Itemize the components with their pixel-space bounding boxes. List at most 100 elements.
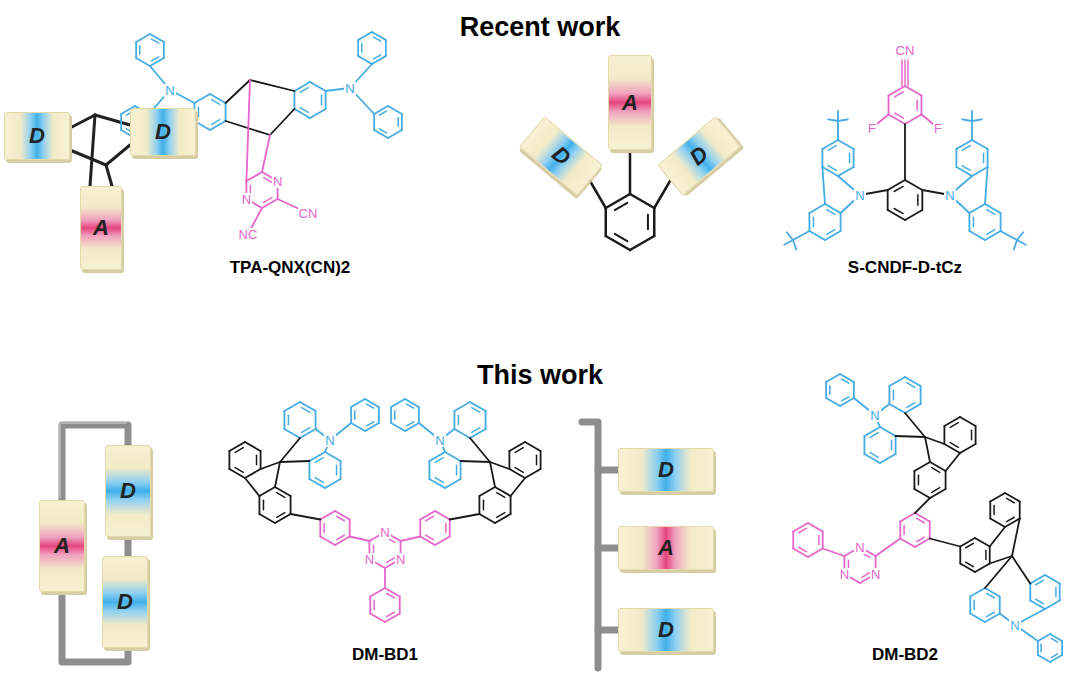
bond-line [904, 60, 905, 86]
bond-line [495, 514, 511, 523]
bond-line [826, 374, 840, 382]
bond-line [373, 601, 375, 610]
bond-line [136, 34, 150, 42]
atom-label: N [395, 553, 406, 566]
bond-line [511, 478, 525, 496]
bond-line [969, 204, 985, 213]
bond-line [985, 614, 1000, 623]
bond-line [876, 539, 901, 557]
bond-line [294, 82, 310, 91]
atom-label: CN [895, 44, 916, 57]
bond-line [895, 436, 897, 454]
compound-name: DM-BD1 [352, 646, 418, 665]
bond-line [198, 107, 200, 116]
bond-line [309, 452, 325, 461]
bond-line [1005, 493, 1020, 502]
bond-line [497, 513, 505, 518]
tile-letter: D [155, 121, 171, 143]
bond-line [606, 194, 630, 208]
bond-line [420, 511, 435, 520]
bond-line [930, 489, 946, 498]
bond-line [315, 478, 323, 483]
bond-line [827, 230, 835, 235]
bond-line [401, 537, 421, 542]
bond-line [907, 403, 915, 408]
bond-line [822, 140, 838, 149]
bond-line [388, 106, 402, 114]
bond-line [337, 535, 345, 539]
bond-line [226, 80, 250, 103]
bond-line [838, 167, 854, 176]
bond-line [822, 149, 824, 167]
atom-label: N [870, 568, 881, 581]
bond-line [379, 129, 386, 133]
bond-line [956, 149, 958, 167]
bond-line [889, 115, 905, 125]
bond-line [1029, 584, 1031, 601]
bond-line [373, 114, 375, 130]
bond-line [605, 208, 608, 236]
bond-line [808, 523, 823, 532]
bond-line [962, 119, 972, 121]
bond-line [245, 469, 261, 478]
bond-line [615, 234, 628, 241]
bond-line [1012, 519, 1020, 557]
bond-line [1017, 240, 1026, 245]
bond-line [454, 429, 470, 438]
bond-line [920, 386, 922, 404]
tile-letter: D [658, 619, 674, 641]
bond-line [370, 588, 385, 597]
bond-line [284, 429, 300, 438]
tile-letter: A [658, 537, 674, 559]
bond-line [163, 42, 165, 58]
bond-line [259, 496, 261, 514]
tile-letter: A [93, 217, 109, 239]
bond-line [916, 100, 918, 110]
bond-line [784, 240, 793, 245]
bond-line [354, 411, 356, 419]
bond-line [891, 440, 893, 449]
bond-line [378, 407, 380, 423]
tile-letter: A [54, 535, 70, 557]
bond-line [309, 479, 325, 488]
bond-line [370, 614, 385, 623]
bond-line [838, 140, 854, 149]
bond-line [915, 539, 930, 548]
bond-line [479, 514, 495, 523]
bond-line [825, 231, 841, 240]
bond-line [799, 528, 807, 532]
bond-line [429, 479, 445, 488]
bond-line [435, 458, 443, 463]
bond-line [264, 198, 272, 203]
bond-line [277, 513, 285, 518]
bond-line [385, 40, 387, 56]
bond-line [210, 94, 226, 103]
bond-line [959, 547, 961, 564]
atom-label: F [933, 122, 943, 135]
bond-line [357, 40, 359, 56]
bond-line [349, 520, 351, 537]
bond-line [914, 489, 930, 498]
bond-line [1007, 498, 1015, 502]
bond-line [1045, 575, 1060, 584]
bond-line [944, 417, 960, 426]
bond-line [987, 210, 995, 215]
bond-line [337, 516, 345, 520]
bond-line [426, 516, 434, 520]
bond-line [975, 426, 977, 444]
bond-line [470, 438, 490, 462]
bond-line [245, 442, 261, 451]
bond-line [1061, 641, 1063, 655]
bond-line [1030, 601, 1045, 610]
bond-line [932, 468, 940, 473]
bond-line [525, 469, 541, 478]
bond-line [291, 514, 321, 520]
bond-line [985, 204, 1001, 213]
frame-line [106, 165, 112, 186]
bond-line [245, 478, 259, 496]
bond-line [827, 210, 835, 215]
bond-line [905, 180, 922, 190]
bond-line [246, 80, 250, 181]
atom-label: N [272, 175, 283, 188]
